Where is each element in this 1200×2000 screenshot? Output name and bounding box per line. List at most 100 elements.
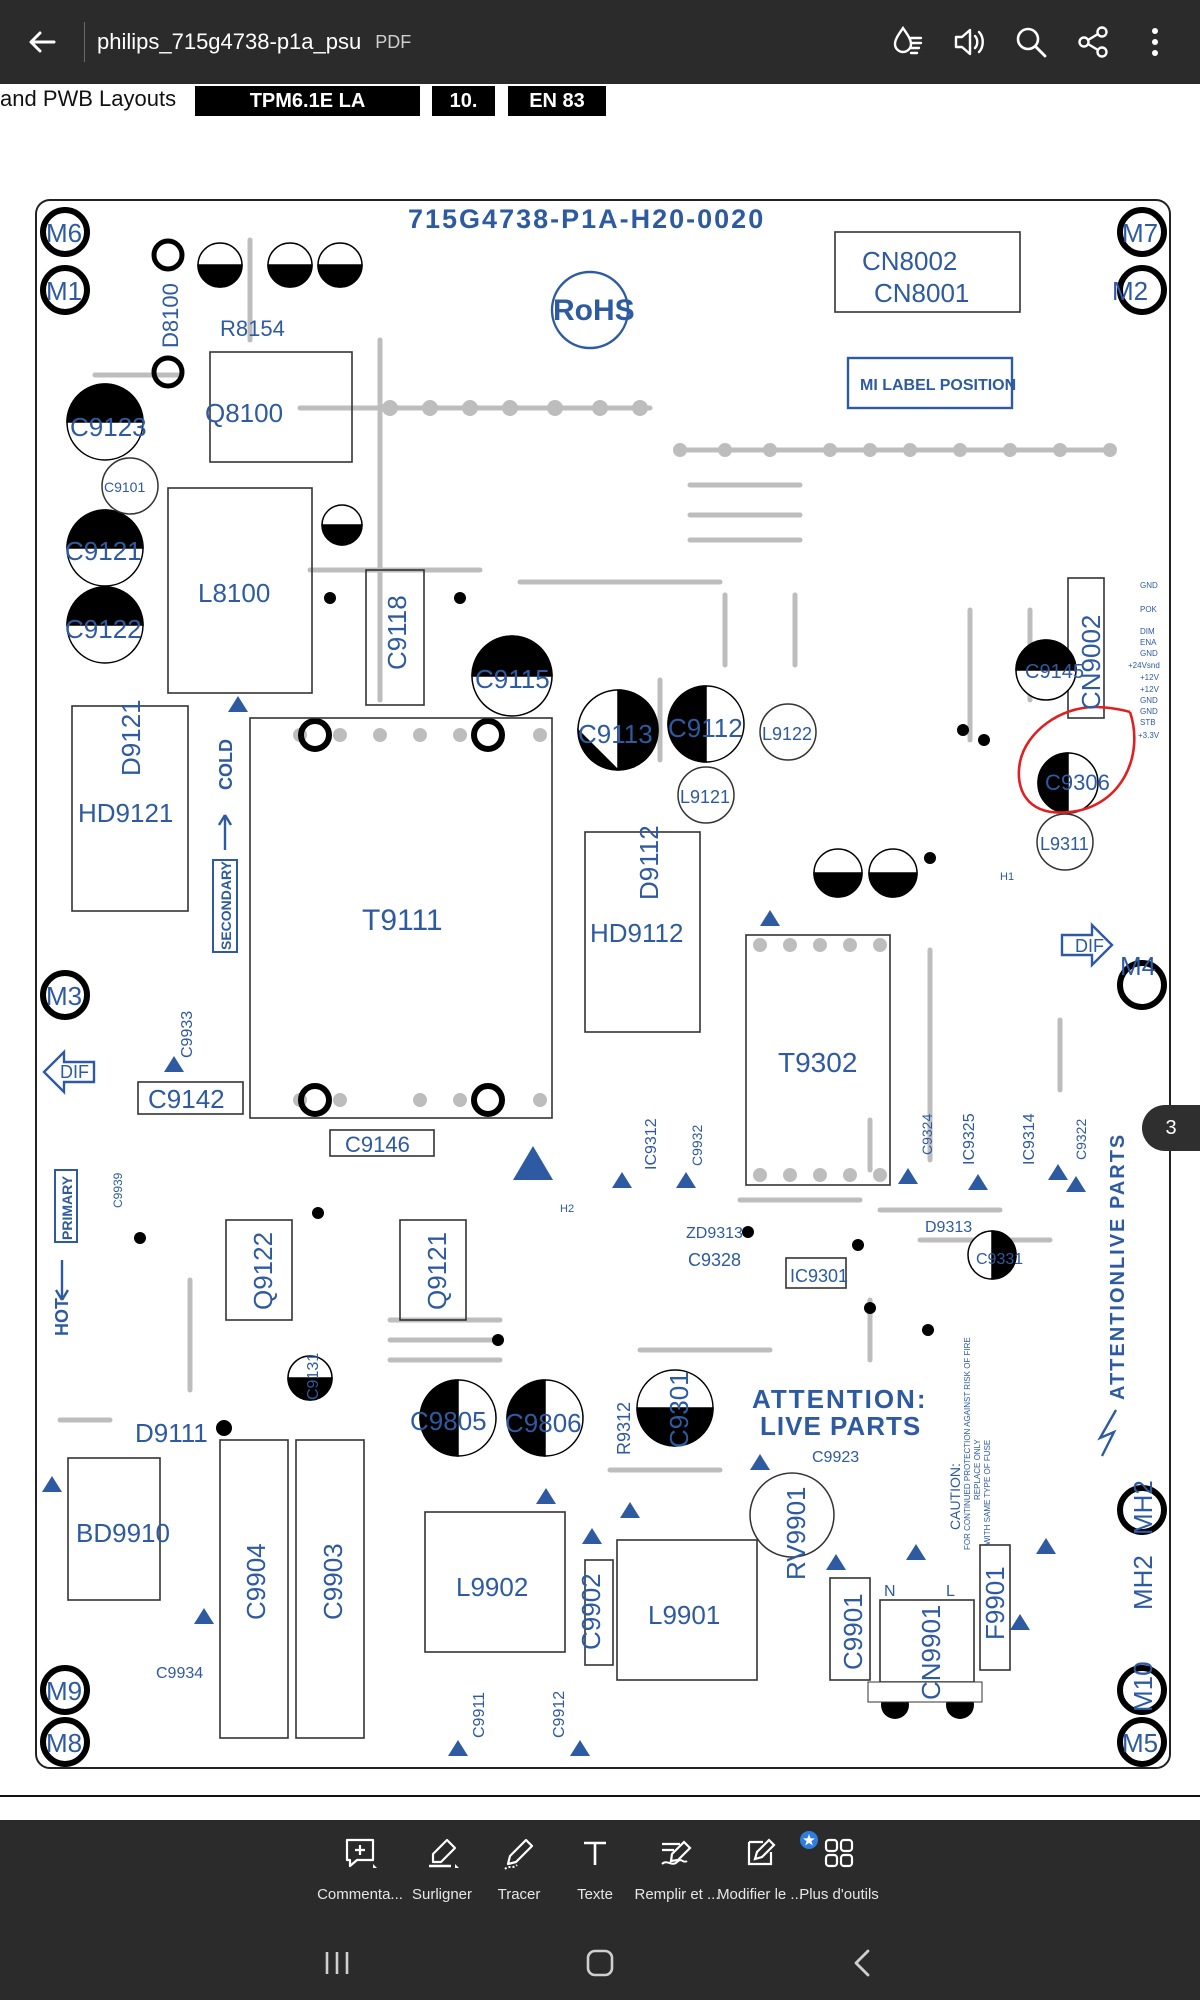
tool-more-label: Plus d'outils: [799, 1886, 879, 1903]
label-bd9910: BD9910: [76, 1518, 170, 1548]
page-header-title: and PWB Layouts: [0, 86, 177, 111]
page-number-box: EN 83: [508, 86, 606, 116]
label-rv9901: RV9901: [781, 1487, 811, 1581]
draw-pen-icon: [504, 1838, 534, 1870]
page-indicator-number: 3: [1165, 1116, 1177, 1139]
comment-add-icon: [345, 1838, 377, 1868]
label-c9112: C9112: [668, 713, 743, 743]
label-c9923: C9923: [812, 1449, 859, 1466]
label-c9306: C9306: [1045, 770, 1110, 795]
label-c9903: C9903: [318, 1543, 348, 1620]
page-header: and PWB Layouts TPM6.1E LA 10. EN 83: [0, 84, 1200, 170]
cn9002-pin: +24Vsnd: [1128, 661, 1160, 670]
document-title: philips_715g4738-p1a_psu: [97, 29, 362, 54]
label-c9122: C9122: [65, 614, 142, 644]
hot-label: HOT: [52, 1298, 72, 1336]
label-cn9002: CN9002: [1076, 615, 1106, 710]
label-zd9313: ZD9313: [686, 1225, 743, 1242]
more-options-button[interactable]: [1124, 11, 1186, 73]
label-l9901: L9901: [648, 1600, 720, 1630]
label-q8100: Q8100: [205, 398, 283, 428]
share-button[interactable]: [1062, 11, 1124, 73]
label-h2: H2: [560, 1203, 574, 1215]
tool-comment-label: Commenta...: [317, 1886, 403, 1903]
fill-sign-icon: [661, 1840, 692, 1865]
bottom-toolbar: Commenta... Surligner Tracer Texte Rempl…: [0, 1820, 1200, 1926]
board-part-number: 715G4738-P1A-H20-0020: [408, 204, 765, 234]
tool-more[interactable]: Plus d'outils: [784, 1820, 894, 1926]
label-t9302: T9302: [778, 1047, 857, 1078]
recent-apps-button[interactable]: [287, 1926, 387, 2000]
label-hd9112: HD9112: [590, 918, 683, 948]
label-n: N: [884, 1583, 896, 1600]
more-vertical-icon: [1152, 28, 1158, 56]
tool-edit-pdf[interactable]: Modifier le ...: [705, 1820, 818, 1926]
label-c9911: C9911: [471, 1692, 488, 1738]
recent-apps-icon: [325, 1952, 349, 1974]
label-ic9314: IC9314: [1021, 1113, 1038, 1165]
label-c9902: C9902: [576, 1573, 606, 1650]
speaker-button[interactable]: [938, 11, 1000, 73]
tool-fill-sign[interactable]: Remplir et ...: [622, 1820, 732, 1926]
section-label: 10.: [449, 89, 478, 112]
tool-text[interactable]: Texte: [540, 1820, 650, 1926]
page-indicator[interactable]: 3: [1142, 1105, 1200, 1151]
tool-highlight[interactable]: Surligner: [387, 1820, 497, 1926]
cn9002-pin: STB: [1140, 718, 1156, 727]
label-d9313: D9313: [925, 1219, 972, 1236]
cn9002-pin: GND: [1140, 707, 1158, 716]
search-button[interactable]: [1000, 11, 1062, 73]
nav-back-button[interactable]: [812, 1926, 912, 2000]
label-ic9312: IC9312: [643, 1118, 660, 1170]
label-m2: M2: [1112, 276, 1148, 306]
label-c9328: C9328: [688, 1250, 741, 1270]
label-m7: M7: [1122, 218, 1158, 248]
tool-draw[interactable]: Tracer: [464, 1820, 574, 1926]
edit-pdf-icon: [747, 1838, 776, 1866]
label-c9805: C9805: [410, 1406, 487, 1436]
back-button[interactable]: [0, 0, 84, 84]
label-c9123: C9123: [70, 412, 147, 442]
tool-comment[interactable]: Commenta...: [305, 1820, 415, 1926]
label-c9118: C9118: [382, 595, 412, 670]
label-h1: H1: [1000, 871, 1014, 883]
cn9002-pin: +12V: [1140, 685, 1160, 694]
attention-side: ATTENTIONLIVE PARTS: [1107, 1133, 1129, 1400]
search-icon: [1016, 27, 1047, 58]
attention-line-2: LIVE PARTS: [760, 1411, 921, 1441]
cn9002-pin: +12V: [1140, 673, 1160, 682]
label-l9121: L9121: [680, 787, 730, 807]
label-r9312: R9312: [614, 1402, 634, 1455]
attention-line-1: ATTENTION:: [752, 1384, 928, 1414]
secondary-label: SECONDARY: [218, 860, 234, 950]
label-t9111: T9111: [362, 904, 443, 937]
label-c9131: C9131: [305, 1353, 322, 1400]
label-hd9121: HD9121: [78, 798, 173, 828]
label-dif-right: DIF: [1075, 936, 1104, 956]
tool-edit-pdf-label: Modifier le ...: [717, 1886, 803, 1903]
label-q9122: Q9122: [248, 1232, 278, 1310]
label-c9301: C9301: [664, 1371, 694, 1448]
cn9002-pin: DIM: [1140, 627, 1155, 636]
tool-highlight-label: Surligner: [411, 1886, 473, 1903]
highlighter-icon: [429, 1838, 459, 1868]
label-c9932: C9932: [689, 1125, 705, 1166]
read-aloud-button[interactable]: [876, 11, 938, 73]
label-m3: M3: [46, 981, 82, 1011]
home-button[interactable]: [550, 1926, 650, 2000]
text-icon: [584, 1841, 606, 1865]
section-box: 10.: [432, 86, 495, 116]
label-c9901: C9901: [838, 1593, 868, 1670]
label-d8100: D8100: [158, 283, 183, 348]
caution-line-4: WITH SAME TYPE OF FUSE: [983, 1440, 992, 1545]
label-r8154: R8154: [220, 316, 285, 341]
pcb-layout: 715G4738-P1A-H20-0020 RoHS MI LABEL POSI…: [35, 199, 1171, 1769]
label-d9111: D9111: [135, 1418, 208, 1448]
cn9002-pin: +3.3V: [1138, 731, 1160, 740]
caution-line-2: FOR CONTINUED PROTECTION AGAINST RISK OF…: [963, 1337, 972, 1550]
rohs-mark: RoHS: [553, 294, 635, 327]
label-cn8001: CN8001: [874, 278, 969, 308]
title-separator: [84, 22, 85, 62]
page-number-label: EN 83: [529, 89, 585, 112]
label-cn8002: CN8002: [862, 246, 957, 276]
